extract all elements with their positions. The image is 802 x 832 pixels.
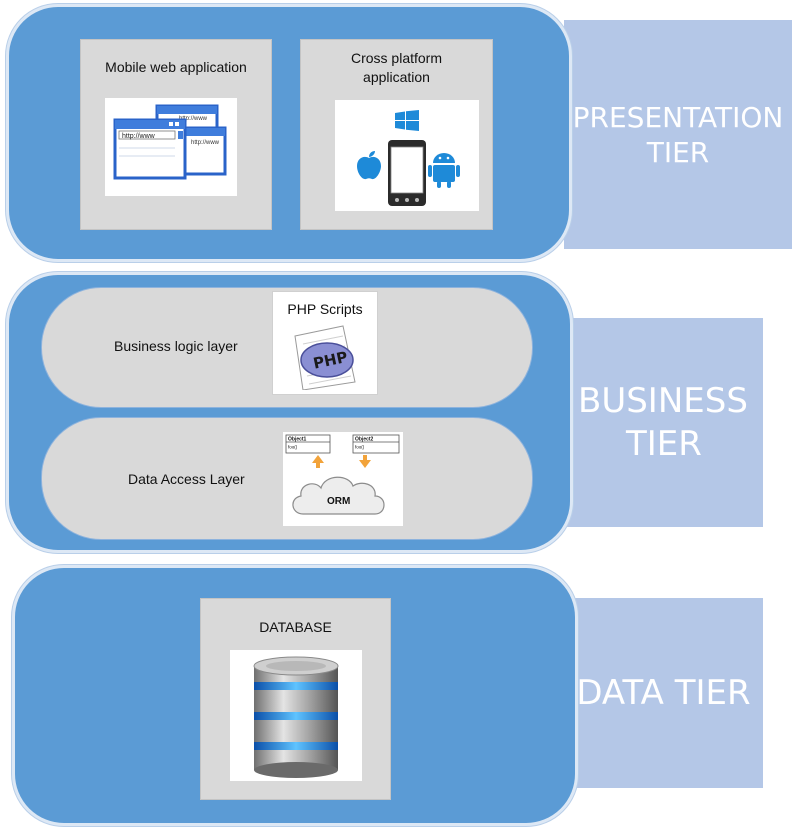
orm-card: Object1 foo() Object2 foo() ORM xyxy=(283,432,403,526)
database-title: DATABASE xyxy=(259,619,332,635)
business-logic-label: Business logic layer xyxy=(114,338,238,354)
browser-url-back: http://www xyxy=(179,116,208,122)
php-scripts-card: PHP Scripts PHP xyxy=(272,291,378,395)
php-scripts-title: PHP Scripts xyxy=(287,301,363,317)
mobile-web-box: Mobile web application http://www http:/… xyxy=(80,39,272,230)
orm-object2: Object2 xyxy=(355,437,374,443)
windows-icon xyxy=(395,110,419,131)
orm-method1: foo() xyxy=(288,445,298,450)
business-label-line2: TIER xyxy=(626,423,702,464)
android-icon xyxy=(428,153,460,188)
data-access-label: Data Access Layer xyxy=(128,471,245,487)
orm-diagram-icon: Object1 foo() Object2 foo() ORM xyxy=(285,434,400,515)
database-image xyxy=(230,650,362,781)
cross-platform-title: Cross platform application xyxy=(350,50,443,85)
business-label-line1: BUSINESS xyxy=(578,381,748,421)
browser-url-right: http://www xyxy=(191,140,220,146)
business-tier-label: BUSINESS TIER xyxy=(564,318,763,527)
data-tier-label: DATA TIER xyxy=(564,598,763,788)
apple-icon xyxy=(357,151,381,180)
database-box: DATABASE xyxy=(200,598,391,800)
presentation-label-line1: PRESENTATION xyxy=(572,100,784,134)
cross-platform-box: Cross platform application xyxy=(300,39,493,230)
orm-label: ORM xyxy=(327,496,350,507)
platforms-image xyxy=(335,100,479,211)
data-label: DATA TIER xyxy=(576,672,751,713)
orm-object1: Object1 xyxy=(288,437,307,443)
database-icon xyxy=(253,656,339,778)
browser-url-front: http://www xyxy=(122,133,156,140)
orm-method2: foo() xyxy=(355,445,365,450)
browser-windows-image: http://www http://www http://www xyxy=(105,98,237,196)
presentation-label-line2: TIER xyxy=(646,135,710,169)
php-document-icon: PHP xyxy=(294,325,356,390)
smartphone-icon xyxy=(388,140,426,206)
mobile-web-title: Mobile web application xyxy=(105,59,247,75)
presentation-tier-label: PRESENTATION TIER xyxy=(564,20,792,249)
